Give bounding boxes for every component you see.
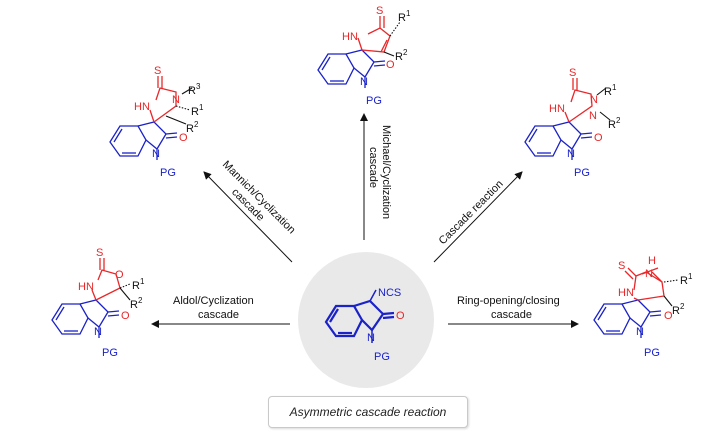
top-left-o: O [179, 132, 188, 144]
carbonyl-o-label: O [396, 310, 405, 322]
arrow-right-label-1: Ring-opening/closing [457, 295, 560, 307]
left-s: S [96, 247, 103, 259]
top-o: O [386, 59, 395, 71]
top-right-pg: PG [574, 167, 590, 179]
top-right-o: O [594, 132, 603, 144]
right-s: S [618, 260, 625, 272]
top-right-r2: R2 [608, 116, 621, 131]
top-right-s: S [569, 67, 576, 79]
top-left-pg: PG [160, 167, 176, 179]
arrow-top-left-label-1: Mannich/Cyclization [220, 159, 298, 237]
left-hn: HN [78, 281, 94, 293]
top-hn: HN [342, 31, 358, 43]
product-top: S HN R1 R2 O N PG [317, 5, 411, 107]
left-ring-o: O [115, 269, 124, 281]
top-pg: PG [366, 95, 382, 107]
product-top-right: S HN N N R1 R2 O N PG [524, 67, 621, 179]
arrow-top-right: Cascade reaction [433, 171, 523, 263]
caption-text: Asymmetric cascade reaction [289, 405, 447, 419]
arrow-right: Ring-opening/closing cascade [448, 295, 579, 328]
left-r1: R1 [132, 277, 145, 292]
left-n: N [94, 326, 102, 338]
right-r1: R1 [680, 272, 693, 287]
top-left-r2: R2 [186, 120, 199, 135]
caption-box: Asymmetric cascade reaction [268, 396, 468, 428]
right-h: H [648, 255, 656, 267]
pg-label: PG [374, 351, 390, 363]
arrow-top-label-1: Michael/Cyclization [380, 125, 392, 219]
n-label: N [367, 332, 375, 344]
product-left: S HN O R1 R2 O N PG [51, 247, 145, 359]
arrow-left-label-1: Aldol/Cyclization [173, 295, 254, 307]
product-right: S H N HN R1 R2 O N PG [593, 255, 693, 359]
top-right-r1: R1 [604, 83, 617, 98]
arrow-left-label-2: cascade [198, 309, 239, 321]
top-right-n3: N [567, 148, 575, 160]
top-s: S [376, 5, 383, 17]
right-n: N [636, 326, 644, 338]
ncs-label: NCS [378, 287, 401, 299]
arrow-top: Michael/Cyclization cascade [360, 113, 392, 240]
arrow-top-label-2: cascade [367, 147, 379, 188]
right-nh: N [645, 268, 653, 280]
left-r2: R2 [130, 296, 143, 311]
right-hn: HN [618, 287, 634, 299]
top-left-r3: R3 [188, 82, 201, 97]
top-r2: R2 [395, 48, 408, 63]
top-left-n: N [172, 94, 180, 106]
left-pg: PG [102, 347, 118, 359]
top-right-n2: N [589, 110, 597, 122]
top-left-r1: R1 [191, 103, 204, 118]
top-right-n1: N [590, 94, 598, 106]
arrow-right-label-2: cascade [491, 309, 532, 321]
left-o: O [121, 310, 130, 322]
top-left-hn: HN [134, 101, 150, 113]
arrow-left: Aldol/Cyclization cascade [151, 295, 290, 328]
top-n: N [360, 76, 368, 88]
right-o: O [664, 310, 673, 322]
arrow-top-right-label: Cascade reaction [437, 178, 506, 247]
center-circle [298, 252, 434, 388]
product-top-left: S HN N R3 R1 R2 O N PG [109, 65, 204, 179]
center-substrate: NCS O N PG [298, 252, 434, 388]
top-r1: R1 [398, 9, 411, 24]
top-left-n2: N [152, 148, 160, 160]
right-r2: R2 [672, 302, 685, 317]
arrow-top-left: Mannich/Cyclization cascade [203, 159, 298, 263]
right-pg: PG [644, 347, 660, 359]
top-left-s: S [154, 65, 161, 77]
top-right-hn: HN [549, 103, 565, 115]
